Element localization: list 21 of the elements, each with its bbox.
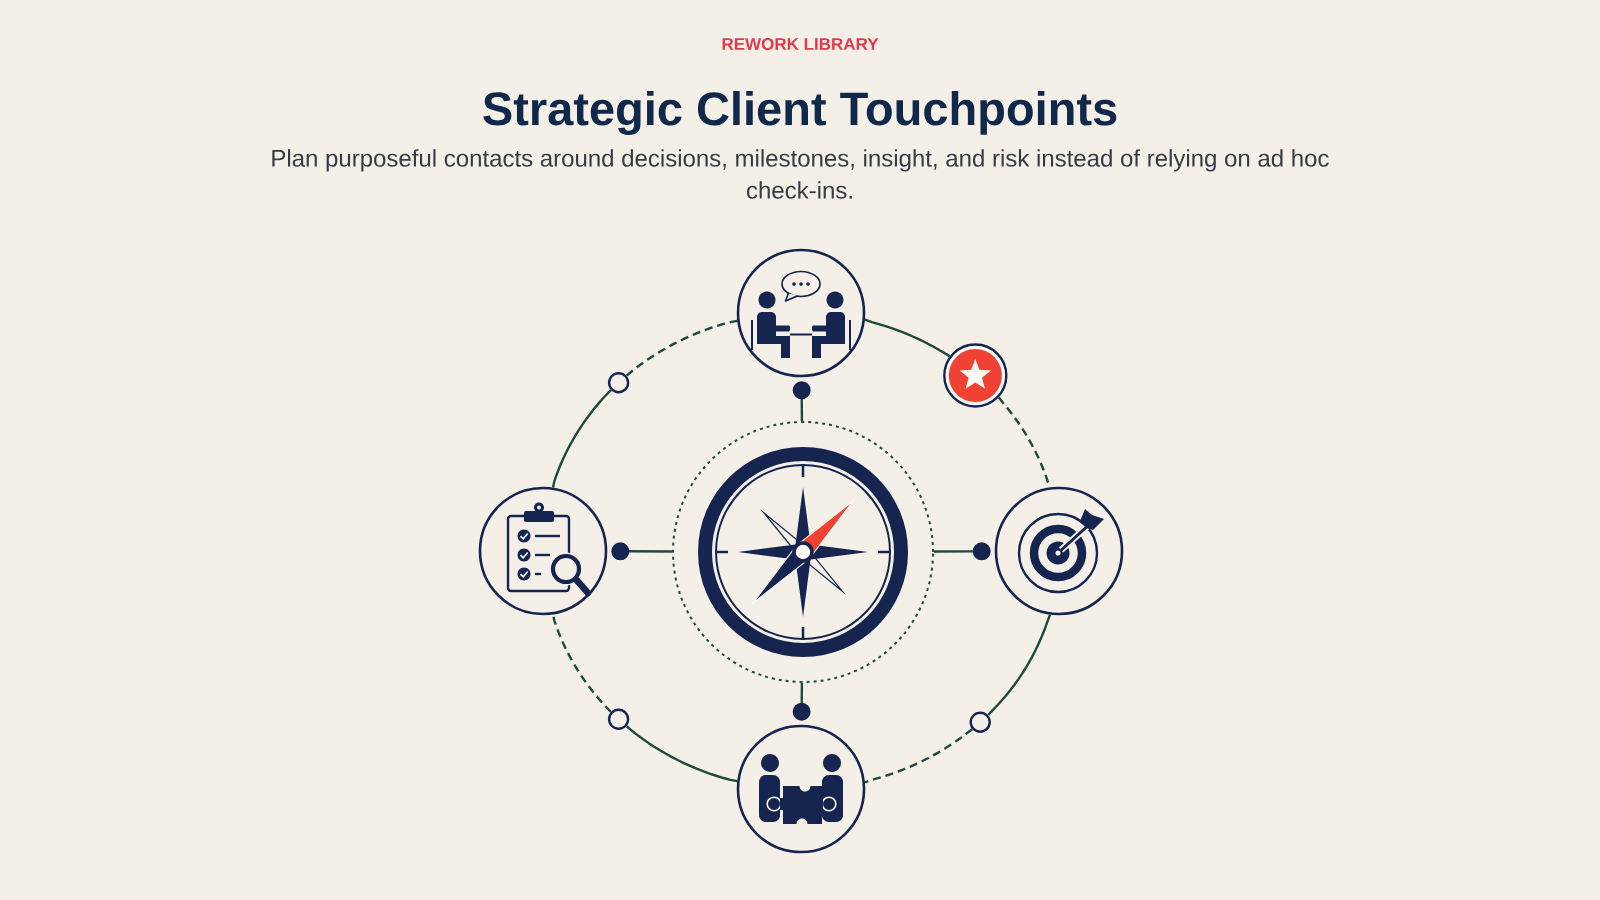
title: Strategic Client Touchpoints xyxy=(483,91,1117,135)
connector-line xyxy=(611,542,673,561)
connector-line xyxy=(864,318,951,358)
milestone-marker xyxy=(607,372,630,394)
connector-line xyxy=(934,542,991,561)
connector-line xyxy=(625,319,738,377)
connector-line xyxy=(551,389,612,488)
dotted-ring xyxy=(672,421,934,683)
icon-circle xyxy=(478,486,608,616)
connector-line xyxy=(864,728,973,784)
connector-line xyxy=(551,614,612,713)
connector-line xyxy=(625,725,738,783)
icon-circle xyxy=(994,486,1124,616)
connector-line xyxy=(792,682,811,721)
connector-line xyxy=(997,396,1052,488)
kicker-label: REWORK LIBRARY xyxy=(722,37,879,50)
milestone-marker xyxy=(607,708,630,730)
subtitle: Plan purposeful contacts around decisions, milestones, insight, and risk instead of relying on ad hoc check-ins. xyxy=(272,149,1329,199)
milestone-marker xyxy=(969,711,991,733)
connector-line xyxy=(792,381,811,422)
connector-line xyxy=(987,614,1052,716)
